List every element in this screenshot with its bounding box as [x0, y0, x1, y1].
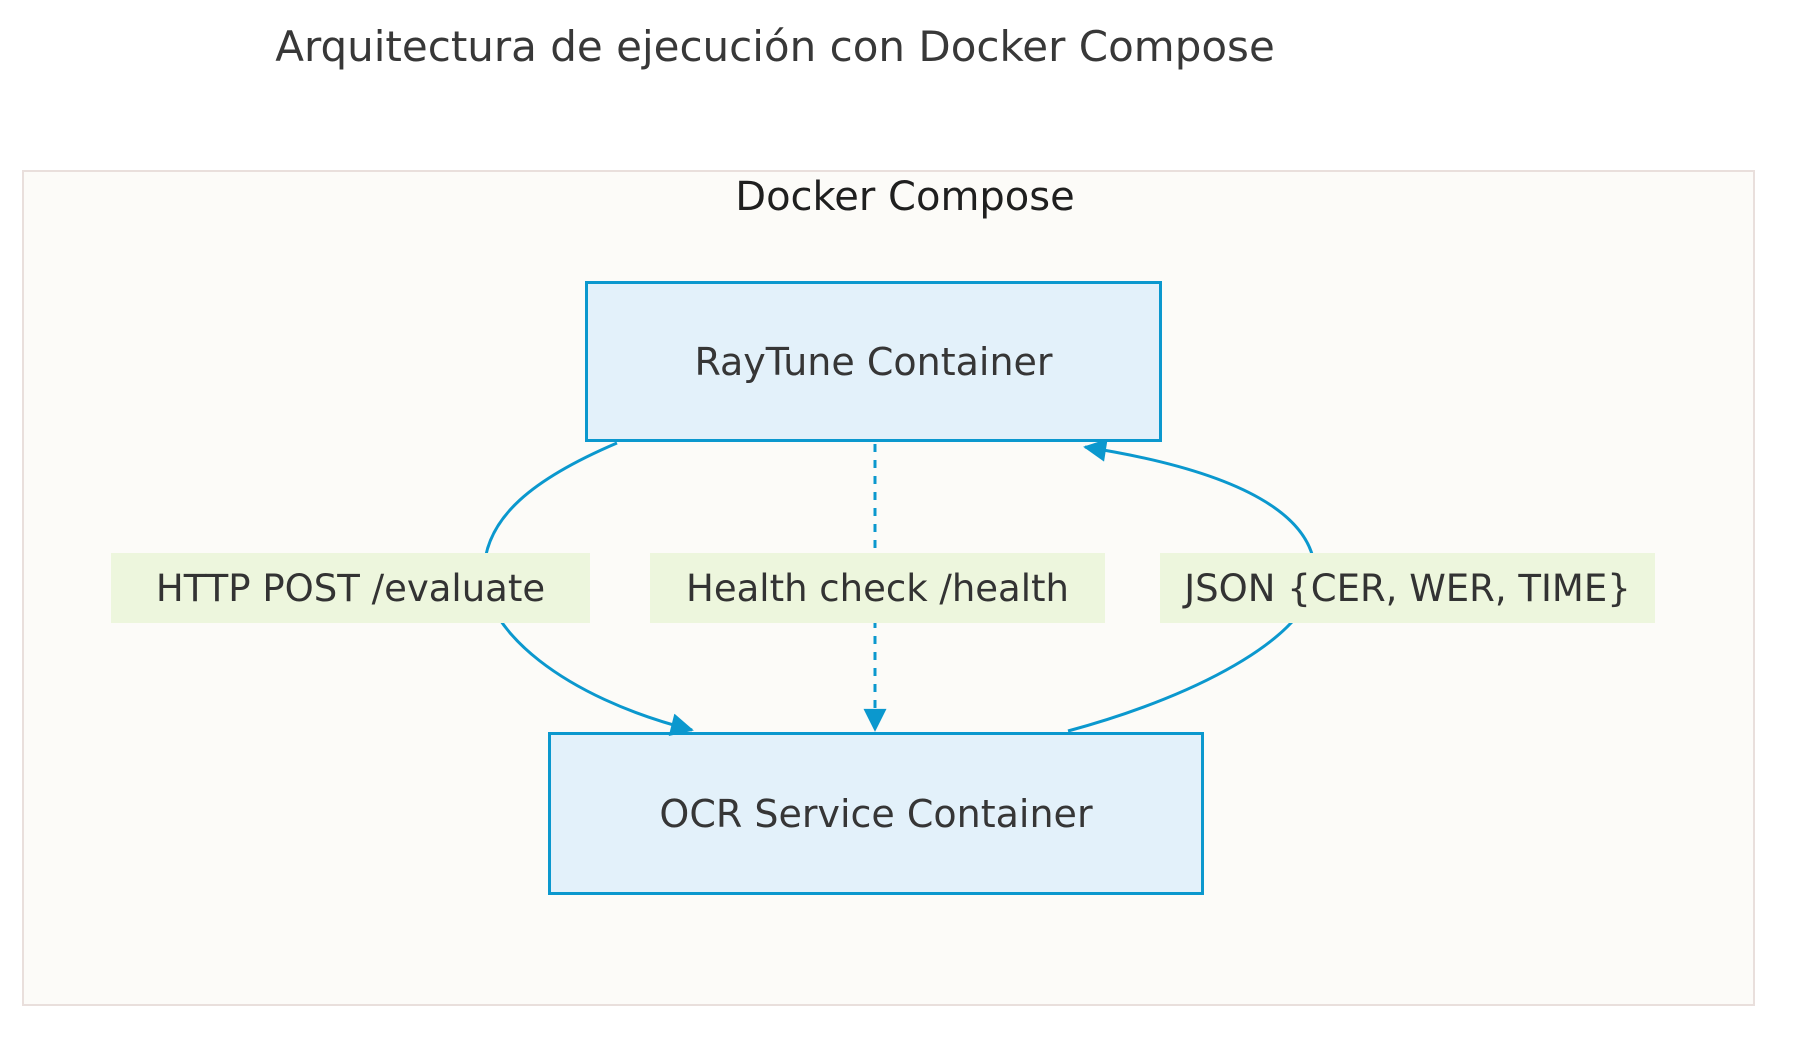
node-ocr-service-container: OCR Service Container [548, 732, 1204, 895]
node-raytune-label: RayTune Container [694, 339, 1053, 384]
edge-label-http-post-evaluate-text: HTTP POST /evaluate [155, 566, 546, 610]
node-raytune-container: RayTune Container [585, 281, 1162, 442]
edge-label-http-post-evaluate: HTTP POST /evaluate [111, 553, 590, 623]
diagram-title: Arquitectura de ejecución con Docker Com… [275, 22, 1275, 71]
edge-label-json-metrics-text: JSON {CER, WER, TIME} [1184, 566, 1631, 610]
edge-label-health-check: Health check /health [650, 553, 1105, 623]
edge-label-json-metrics: JSON {CER, WER, TIME} [1160, 553, 1655, 623]
cluster-label: Docker Compose [735, 174, 1075, 220]
node-ocr-label: OCR Service Container [659, 791, 1093, 836]
edge-label-health-check-text: Health check /health [686, 566, 1069, 610]
